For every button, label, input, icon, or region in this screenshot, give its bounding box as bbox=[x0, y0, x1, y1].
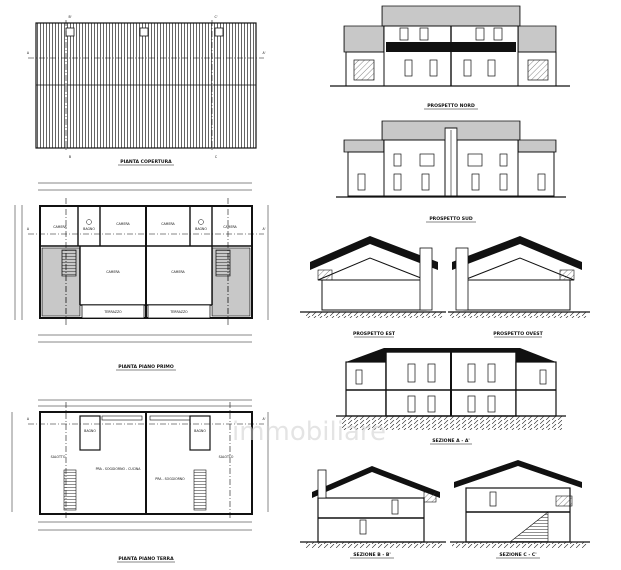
mark-a-left: A bbox=[27, 51, 30, 55]
section-aa-title: SEZIONE A - A' bbox=[432, 438, 470, 444]
room-label: CAMERA bbox=[161, 222, 175, 226]
north-elevation: PROSPETTO NORD bbox=[330, 5, 570, 110]
mark-b-bottom: B bbox=[69, 155, 71, 159]
first-floor-title: PIANTA PIANO PRIMO bbox=[118, 364, 174, 370]
room-label: PRA - SOGGIORNO - CUCINA bbox=[96, 467, 142, 471]
north-elevation-title: PROSPETTO NORD bbox=[427, 103, 475, 109]
roof-plan: B' B C' C A A' PIANTA COPERTURA bbox=[27, 15, 266, 166]
west-elevation-title: PROSPETTO OVEST bbox=[493, 331, 543, 337]
room-label: TERRAZZO bbox=[103, 310, 122, 314]
watermark: immobiliare bbox=[232, 417, 386, 447]
mark-a-left: A bbox=[27, 417, 30, 421]
east-elevation: PROSPETTO EST bbox=[300, 236, 446, 338]
room-label: CAMERA bbox=[223, 225, 237, 229]
room-label: TERRAZZO bbox=[169, 310, 188, 314]
room-label: CAMERA bbox=[53, 225, 67, 229]
room-label: PRA - SOGGIORNO bbox=[155, 477, 185, 481]
mark-c-bottom: C bbox=[215, 155, 218, 159]
section-a-a: SEZIONE A - A' bbox=[336, 348, 566, 445]
mark-a-right: A' bbox=[262, 417, 265, 421]
room-label: BAGNO bbox=[84, 429, 96, 433]
section-cc-title: SEZIONE C - C' bbox=[499, 552, 536, 558]
section-bb-title: SEZIONE B - B' bbox=[353, 552, 391, 558]
room-label: BAGNO bbox=[194, 429, 206, 433]
mark-a-right: A' bbox=[262, 227, 265, 231]
mark-a-left: A bbox=[27, 227, 30, 231]
mark-c-top: C' bbox=[214, 15, 217, 19]
first-floor-plan: BAGNO CAMERA CAMERA CAMERA CAMERA BAGNO … bbox=[14, 182, 269, 371]
mark-a-right: A' bbox=[262, 51, 265, 55]
east-elevation-title: PROSPETTO EST bbox=[353, 331, 396, 337]
roof-plan-title: PIANTA COPERTURA bbox=[120, 159, 172, 165]
section-c-c: SEZIONE C - C' bbox=[450, 460, 590, 559]
south-elevation: PROSPETTO SUD bbox=[336, 120, 566, 223]
room-label: CAMERA bbox=[116, 222, 130, 226]
mark-b-top: B' bbox=[68, 15, 71, 19]
room-label: SALOTTO bbox=[219, 455, 234, 459]
ground-floor-title: PIANTA PIANO TERRA bbox=[118, 556, 174, 562]
room-label: CAMERA bbox=[171, 270, 185, 274]
south-elevation-title: PROSPETTO SUD bbox=[429, 216, 473, 222]
west-elevation: PROSPETTO OVEST bbox=[448, 236, 590, 338]
section-b-b: SEZIONE B - B' bbox=[300, 466, 446, 559]
room-label: BAGNO bbox=[195, 227, 207, 231]
ground-floor-plan: BAGNO BAGNO SALOTTO PRA - SOGGIORNO - CU… bbox=[11, 399, 269, 563]
room-label: CAMERA bbox=[106, 270, 120, 274]
room-label: BAGNO bbox=[83, 227, 95, 231]
room-label: SALOTTO bbox=[51, 455, 66, 459]
